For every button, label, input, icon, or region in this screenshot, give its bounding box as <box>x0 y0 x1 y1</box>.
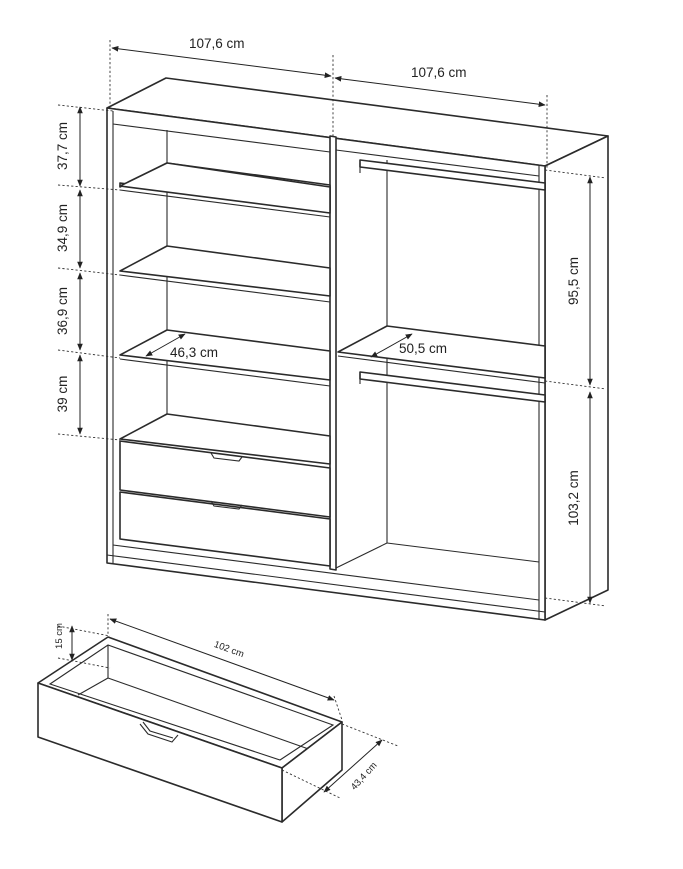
dimension-lines <box>57 40 607 607</box>
middle-divider <box>329 135 337 571</box>
label-depth-right: 50,5 cm <box>399 341 447 356</box>
label-width-left: 107,6 cm <box>189 36 245 51</box>
label-shelf-4: 39 cm <box>55 376 70 413</box>
label-drawer-height: 15 cm <box>54 623 65 649</box>
label-drawer-width: 102 cm <box>212 639 245 660</box>
drawer-front-2 <box>119 491 331 567</box>
label-height-lower: 103,2 cm <box>566 470 581 526</box>
drawer-front-panel <box>37 682 283 823</box>
label-drawer-depth: 43,4 cm <box>349 760 380 793</box>
label-height-upper: 95,5 cm <box>566 257 581 305</box>
label-width-right: 107,6 cm <box>411 65 467 80</box>
drawer-detail: 15 cm 102 cm 43,4 cm <box>37 614 399 823</box>
dimension-labels: 107,6 cm 107,6 cm 37,7 cm 34,9 cm 36,9 c… <box>55 36 581 526</box>
drawer-handle <box>139 723 179 743</box>
label-shelf-3: 36,9 cm <box>55 287 70 335</box>
drawer-front-1 <box>119 440 331 518</box>
label-depth-left: 46,3 cm <box>170 345 218 360</box>
right-side-panel <box>544 135 609 621</box>
label-shelf-1: 37,7 cm <box>55 122 70 170</box>
label-shelf-2: 34,9 cm <box>55 204 70 252</box>
